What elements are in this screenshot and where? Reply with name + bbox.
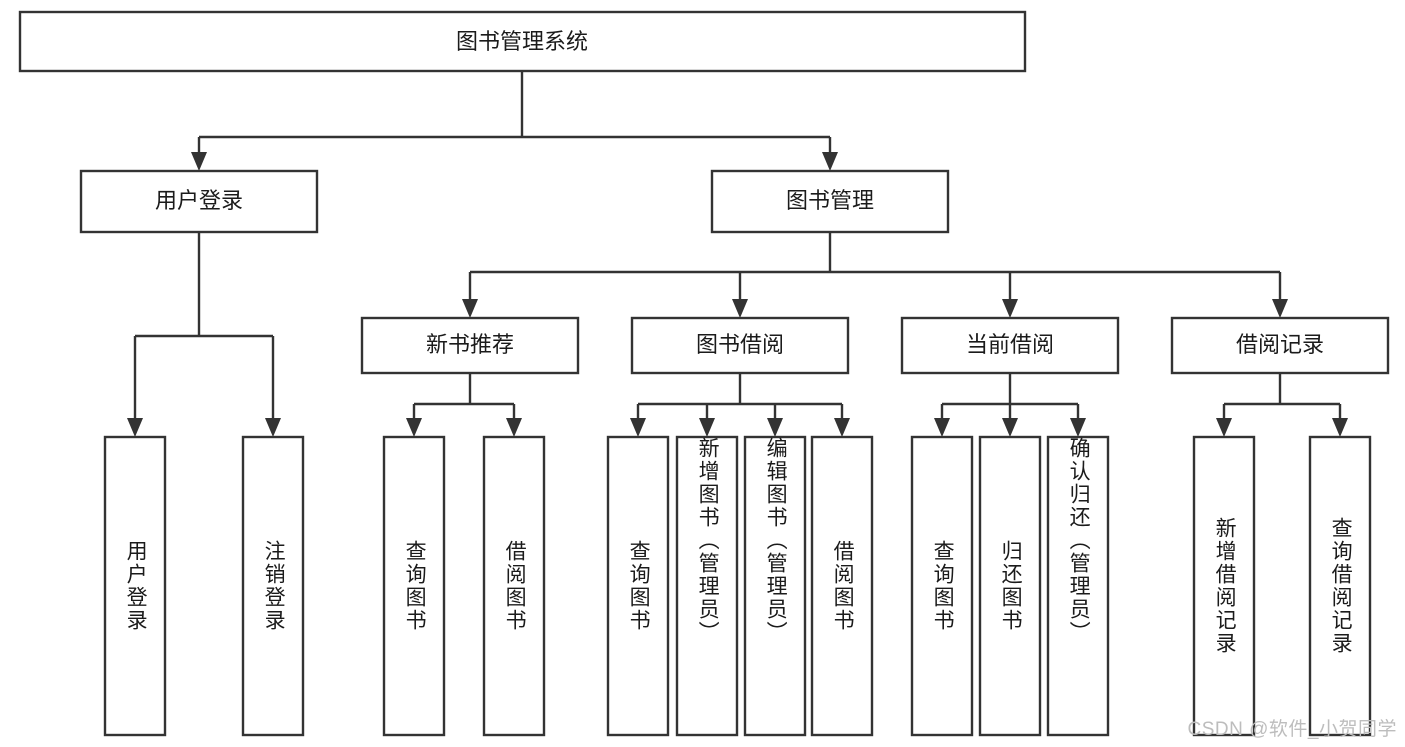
edge-book-manage-trunk	[468, 232, 1282, 307]
node-book-manage-label: 图书管理	[786, 188, 874, 213]
arrow-to-leaf-borrow-lend	[834, 418, 850, 437]
node-book-borrow-box[interactable]	[630, 316, 850, 375]
arrow-to-leaf-rec-borrow	[506, 418, 522, 437]
node-current-borrow-label: 当前借阅	[966, 332, 1054, 357]
arrow-to-new-book-rec	[462, 299, 478, 318]
arrow-to-leaf-user-login	[127, 418, 143, 437]
edge-book-borrow-trunk	[636, 373, 844, 426]
edge-root-trunk	[197, 71, 832, 160]
arrow-to-borrow-record	[1272, 299, 1288, 318]
node-book-manage-box[interactable]	[710, 169, 950, 234]
node-new-book-rec-box[interactable]	[360, 316, 580, 375]
edge-borrow-record-trunk	[1222, 373, 1342, 426]
arrow-to-book-borrow	[732, 299, 748, 318]
arrow-to-current-borrow	[1002, 299, 1018, 318]
arrow-to-leaf-user-logout	[265, 418, 281, 437]
leaf-rec-borrow-box[interactable]	[482, 435, 546, 737]
edge-current-borrow-trunk	[940, 373, 1080, 426]
node-label-layer: 图书管理系统 用户登录 图书管理 新书推荐 图书借阅 当前借阅 借阅记录	[155, 29, 1324, 357]
arrow-to-leaf-cur-confirm	[1070, 418, 1086, 437]
node-root-box[interactable]	[18, 10, 1027, 73]
arrow-to-leaf-rec-add	[1216, 418, 1232, 437]
node-user-login-label: 用户登录	[155, 188, 243, 213]
leaf-rec-add-box[interactable]	[1192, 435, 1256, 737]
node-borrow-record-box[interactable]	[1170, 316, 1390, 375]
edge-new-book-rec-trunk	[412, 373, 516, 426]
leaf-cur-return-box[interactable]	[978, 435, 1042, 737]
arrow-root-to-book-manage	[822, 152, 838, 171]
node-box-layer	[18, 10, 1390, 737]
arrow-to-leaf-borrow-query	[630, 418, 646, 437]
node-book-borrow-label: 图书借阅	[696, 332, 784, 357]
leaf-cur-confirm-box[interactable]	[1046, 435, 1110, 737]
node-root-label: 图书管理系统	[456, 29, 588, 54]
leaf-rec-search-box[interactable]	[1308, 435, 1372, 737]
node-borrow-record-label: 借阅记录	[1236, 332, 1324, 357]
edge-user-login-trunk	[133, 232, 275, 426]
leaf-borrow-lend-box[interactable]	[810, 435, 874, 737]
leaf-borrow-edit-box[interactable]	[743, 435, 807, 737]
arrow-to-leaf-borrow-add	[699, 418, 715, 437]
leaf-borrow-add-box[interactable]	[675, 435, 739, 737]
arrow-to-leaf-cur-query	[934, 418, 950, 437]
arrow-to-leaf-rec-query	[406, 418, 422, 437]
leaf-rec-query-box[interactable]	[382, 435, 446, 737]
arrow-root-to-user-login	[191, 152, 207, 171]
arrow-to-leaf-cur-return	[1002, 418, 1018, 437]
node-user-login-box[interactable]	[79, 169, 319, 234]
node-new-book-rec-label: 新书推荐	[426, 332, 514, 357]
arrow-to-leaf-borrow-edit	[767, 418, 783, 437]
leaf-user-logout-box[interactable]	[241, 435, 305, 737]
leaf-borrow-query-box[interactable]	[606, 435, 670, 737]
leaf-user-login-box[interactable]	[103, 435, 167, 737]
connector-layer	[127, 71, 1348, 437]
arrow-to-leaf-rec-search	[1332, 418, 1348, 437]
node-current-borrow-box[interactable]	[900, 316, 1120, 375]
leaf-cur-query-box[interactable]	[910, 435, 974, 737]
